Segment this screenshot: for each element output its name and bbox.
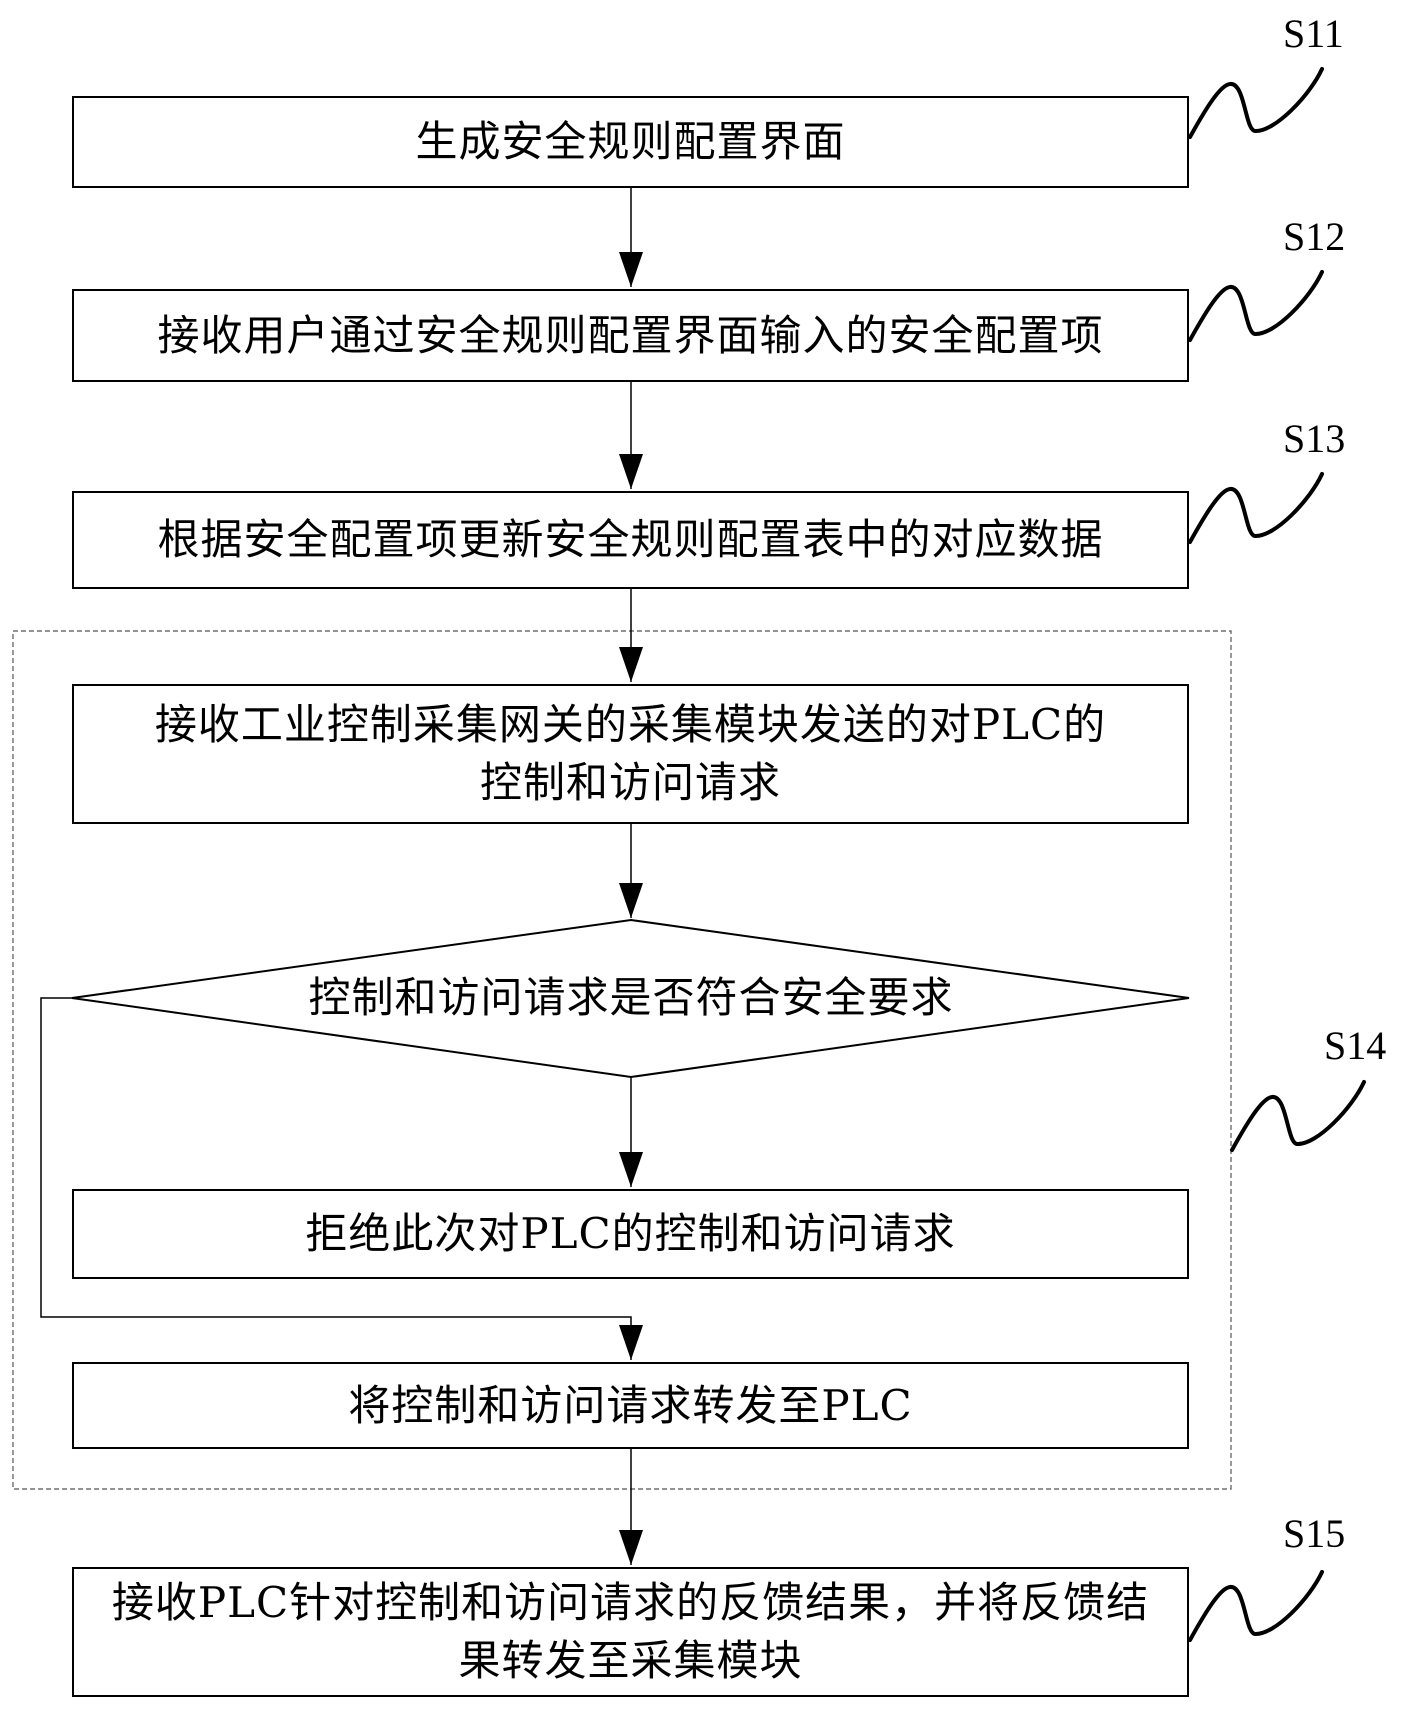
step-label-s15: S15 [1283,1511,1346,1556]
arrowhead [619,647,643,682]
step-s11-box: 生成安全规则配置界面 [72,96,1189,188]
leader-squiggle-s12 [1188,270,1324,342]
step-label-s11: S11 [1283,11,1344,56]
step-label-s14: S14 [1324,1023,1387,1068]
receive-request-box: 接收工业控制采集网关的采集模块发送的对PLC的控制和访问请求 [72,684,1189,824]
reject-box: 拒绝此次对PLC的控制和访问请求 [72,1189,1189,1279]
step-s11-text: 生成安全规则配置界面 [415,117,846,166]
decision-text: 控制和访问请求是否符合安全要求 [308,973,954,1022]
arrowhead [619,1325,643,1360]
leader-squiggle-s14 [1230,1080,1366,1152]
step-label-s12: S12 [1283,214,1346,259]
forward-box: 将控制和访问请求转发至PLC [72,1362,1189,1449]
arrowhead [619,252,643,287]
s14-group-boundary [12,630,1232,1490]
receive-request-text: 接收工业控制采集网关的采集模块发送的对PLC的控制和访问请求 [154,700,1107,807]
step-s15-box: 接收PLC针对控制和访问请求的反馈结果，并将反馈结果转发至采集模块 [72,1567,1189,1697]
step-label-s13: S13 [1283,416,1346,461]
leader-squiggle-s11 [1188,67,1324,139]
reject-text: 拒绝此次对PLC的控制和访问请求 [305,1209,956,1258]
leader-squiggle-s15 [1188,1570,1324,1642]
step-s12-box: 接收用户通过安全规则配置界面输入的安全配置项 [72,289,1189,382]
arrowhead [619,1152,643,1187]
arrowhead [619,1530,643,1565]
step-s13-text: 根据安全配置项更新安全规则配置表中的对应数据 [157,515,1104,564]
step-s15-text: 接收PLC针对控制和访问请求的反馈结果，并将反馈结果转发至采集模块 [111,1578,1150,1685]
step-s13-box: 根据安全配置项更新安全规则配置表中的对应数据 [72,491,1189,589]
arrowhead [619,454,643,489]
forward-text: 将控制和访问请求转发至PLC [348,1380,913,1430]
step-s12-text: 接收用户通过安全规则配置界面输入的安全配置项 [157,310,1104,360]
leader-squiggle-s13 [1188,472,1324,544]
arrowhead [619,883,643,918]
